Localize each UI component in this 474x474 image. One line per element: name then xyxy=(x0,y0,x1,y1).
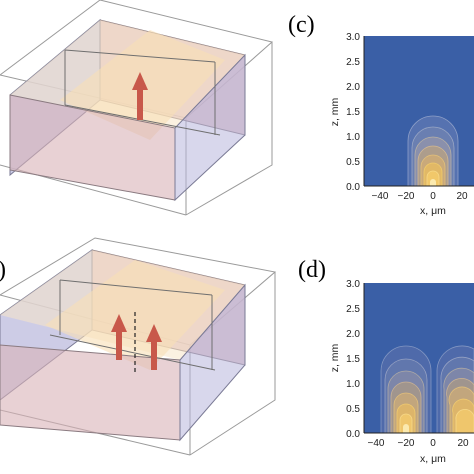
plot-d-ytick: 1.0 xyxy=(346,379,360,390)
plot-d-yticks: 3.0 2.5 2.0 1.5 1.0 0.5 0.0 xyxy=(346,279,360,440)
plot-d-ytick: 0.0 xyxy=(346,429,360,440)
waveguide-3d-diagram-bottom xyxy=(0,237,277,456)
plot-d-ylabel: z, mm xyxy=(329,343,341,372)
panel-label-d: (d) xyxy=(298,257,326,283)
plot-c-ytick: 3.0 xyxy=(346,32,360,43)
polarization-arrow-left xyxy=(111,314,127,360)
plot-c-xtick: 0 xyxy=(430,191,436,202)
panel-label-bottom-left: ) xyxy=(0,257,6,283)
contour-plot-d: 3.0 2.5 2.0 1.5 1.0 0.5 0.0 −40 −20 0 20… xyxy=(329,279,474,465)
plot-d-ytick: 0.5 xyxy=(346,404,360,415)
plot-c-ytick: 1.5 xyxy=(346,107,360,118)
plot-c-ytick: 2.0 xyxy=(346,82,360,93)
plot-c-xticks: −40 −20 0 20 xyxy=(372,191,468,202)
plot-c-ytick: 1.0 xyxy=(346,132,360,143)
plot-d-xtick: −20 xyxy=(398,438,415,449)
waveguide-3d-diagram-top xyxy=(0,0,274,216)
plot-d-xlabel: x, μm xyxy=(420,453,446,465)
plot-c-ytick: 2.5 xyxy=(346,57,360,68)
polarization-arrow xyxy=(132,72,148,120)
polarization-arrow-right xyxy=(146,324,162,370)
plot-d-xtick: 20 xyxy=(457,438,469,449)
plot-c-xtick: 20 xyxy=(456,191,468,202)
plot-c-xtick: −20 xyxy=(398,191,415,202)
plot-d-xticks: −40 −20 0 20 xyxy=(368,438,469,449)
plot-d-ytick: 1.5 xyxy=(346,354,360,365)
plot-d-ytick: 3.0 xyxy=(346,279,360,290)
plot-d-ytick: 2.5 xyxy=(346,304,360,315)
plot-d-xtick: −40 xyxy=(368,438,385,449)
contour-plot-c: 3.0 2.5 2.0 1.5 1.0 0.5 0.0 −40 −20 0 20… xyxy=(329,32,474,217)
plot-c-xlabel: x, μm xyxy=(420,205,446,217)
plot-d-xtick: 0 xyxy=(430,438,436,449)
plot-c-ytick: 0.5 xyxy=(346,157,360,168)
panel-label-c: (c) xyxy=(288,12,315,38)
plot-c-yticks: 3.0 2.5 2.0 1.5 1.0 0.5 0.0 xyxy=(346,32,360,193)
plot-d-ytick: 2.0 xyxy=(346,329,360,340)
plot-c-ylabel: z, mm xyxy=(329,97,341,126)
plot-c-ytick: 0.0 xyxy=(346,182,360,193)
plot-c-xtick: −40 xyxy=(372,191,389,202)
